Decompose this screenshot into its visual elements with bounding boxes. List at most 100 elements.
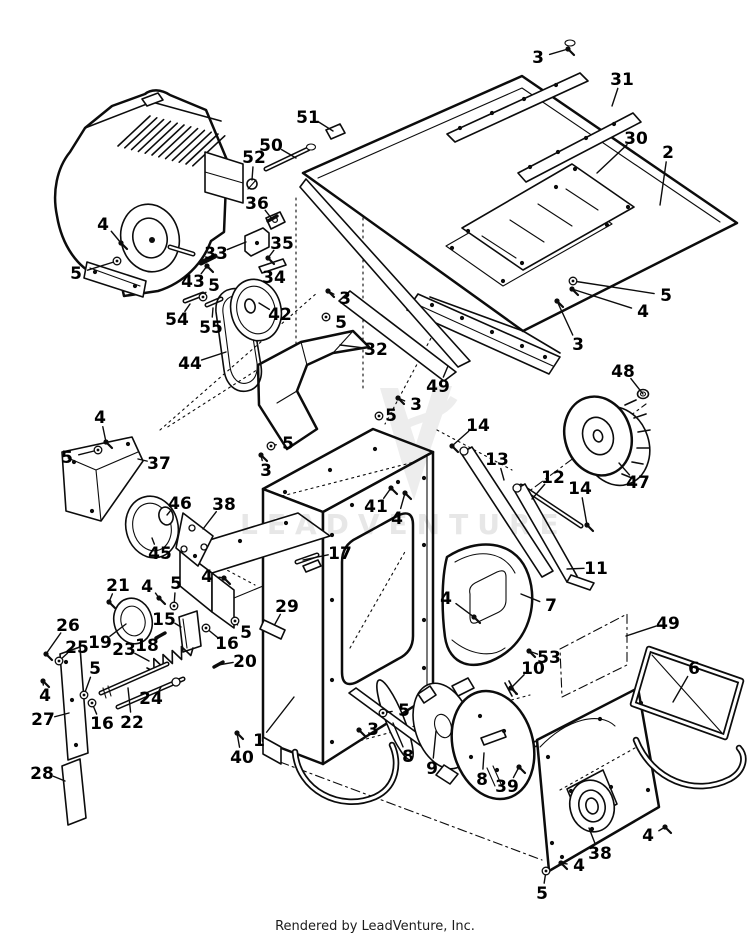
part-callout-28: 28 xyxy=(30,764,54,784)
part-callout-4: 4 xyxy=(440,589,452,609)
part-callout-26: 26 xyxy=(56,616,80,636)
key-43 xyxy=(198,253,218,266)
panel-49 xyxy=(559,613,628,698)
part-callout-45: 45 xyxy=(148,544,172,564)
part-callout-17: 17 xyxy=(328,544,352,564)
part-callout-29: 29 xyxy=(275,597,299,617)
part-callout-22: 22 xyxy=(120,713,144,733)
bar-34 xyxy=(258,258,287,274)
part-callout-5: 5 xyxy=(89,659,101,679)
part-callout-35: 35 xyxy=(270,234,294,254)
part-callout-32: 32 xyxy=(364,340,388,360)
footer-credit: Rendered by LeadVenture, Inc. xyxy=(275,919,475,934)
part-callout-3: 3 xyxy=(410,395,422,415)
part-callout-4: 4 xyxy=(94,408,106,428)
part-callout-1: 1 xyxy=(253,731,265,751)
part-callout-5: 5 xyxy=(208,276,220,296)
part-callout-43: 43 xyxy=(181,272,205,292)
part-callout-53: 53 xyxy=(537,648,561,668)
part-callout-6: 6 xyxy=(688,659,700,679)
part-callout-23: 23 xyxy=(112,640,136,660)
part-callout-54: 54 xyxy=(165,310,189,330)
rotor-assembly-drawing xyxy=(348,677,536,801)
side-brackets-drawing xyxy=(459,446,595,591)
part-callout-3: 3 xyxy=(572,335,584,355)
strap-27 xyxy=(59,646,89,761)
part-callout-5: 5 xyxy=(385,406,397,426)
part-callout-30: 30 xyxy=(624,129,648,149)
part-callout-39: 39 xyxy=(495,777,519,797)
idler-assembly-drawing xyxy=(59,436,214,826)
chute-support-drawing xyxy=(256,329,371,451)
part-callout-2: 2 xyxy=(662,143,674,163)
part-callout-7: 7 xyxy=(545,596,557,616)
part-callout-38: 38 xyxy=(212,495,236,515)
part-callout-8: 8 xyxy=(476,770,488,790)
part-callout-48: 48 xyxy=(611,362,635,382)
part-callout-52: 52 xyxy=(242,148,266,168)
part-callout-16: 16 xyxy=(215,634,239,654)
part-callout-18: 18 xyxy=(135,636,159,656)
cap-51 xyxy=(325,123,346,140)
part-callout-15: 15 xyxy=(152,610,176,630)
part-callout-34: 34 xyxy=(262,268,286,288)
part-callout-49: 49 xyxy=(426,377,450,397)
belt-drive-drawing xyxy=(215,278,283,393)
part-callout-42: 42 xyxy=(268,305,292,325)
part-callout-5: 5 xyxy=(61,448,73,468)
part-callout-4: 4 xyxy=(573,856,585,876)
part-callout-8: 8 xyxy=(402,747,414,767)
part-callout-13: 13 xyxy=(485,450,509,470)
part-callout-4: 4 xyxy=(201,567,213,587)
part-callout-40: 40 xyxy=(230,748,254,768)
part-callout-5: 5 xyxy=(398,701,410,721)
part-callout-44: 44 xyxy=(178,354,202,374)
part-callout-46: 46 xyxy=(168,494,192,514)
wheel-47 xyxy=(563,395,633,477)
strap-28 xyxy=(61,758,87,826)
clip-29 xyxy=(259,619,286,640)
part-callout-33: 33 xyxy=(204,244,228,264)
pulley-19 xyxy=(112,597,154,645)
part-callout-4: 4 xyxy=(391,509,403,529)
part-callout-3: 3 xyxy=(339,289,351,309)
part-callout-55: 55 xyxy=(199,318,223,338)
hopper-drawing xyxy=(299,72,739,382)
part-callout-47: 47 xyxy=(626,473,650,493)
bracket-13 xyxy=(460,446,554,578)
part-callout-9: 9 xyxy=(426,759,438,779)
part-callout-21: 21 xyxy=(106,576,130,596)
part-callout-4: 4 xyxy=(637,302,649,322)
wheel-tread xyxy=(621,399,651,479)
housing-foot xyxy=(262,736,282,765)
part-callout-12: 12 xyxy=(541,468,565,488)
cover-plate-49 xyxy=(338,290,457,382)
part-callout-27: 27 xyxy=(31,710,55,730)
engine-drawing xyxy=(53,89,244,298)
bearing-panel-drawing xyxy=(535,686,661,873)
deflector-7 xyxy=(441,543,534,666)
bolt-3-head xyxy=(564,39,576,47)
part-callout-50: 50 xyxy=(259,136,283,156)
part-callout-5: 5 xyxy=(70,264,82,284)
part-callout-31: 31 xyxy=(610,70,634,90)
part-callout-4: 4 xyxy=(642,826,654,846)
part-callout-4: 4 xyxy=(97,215,109,235)
housing-opening xyxy=(340,512,415,686)
part-callout-10: 10 xyxy=(521,659,545,679)
spring-23 xyxy=(146,645,194,673)
part-callout-25: 25 xyxy=(65,638,89,658)
frame-handle-drawing xyxy=(629,645,747,790)
part-callout-24: 24 xyxy=(139,689,163,709)
part-callout-19: 19 xyxy=(88,633,112,653)
strap-31a xyxy=(446,72,589,143)
part-callout-14: 14 xyxy=(568,479,592,499)
bracket-11 xyxy=(513,483,578,583)
part-callout-49: 49 xyxy=(656,614,680,634)
part-callout-14: 14 xyxy=(466,416,490,436)
part-callout-3: 3 xyxy=(367,720,379,740)
part-callout-5: 5 xyxy=(282,434,294,454)
part-callout-11: 11 xyxy=(584,559,608,579)
